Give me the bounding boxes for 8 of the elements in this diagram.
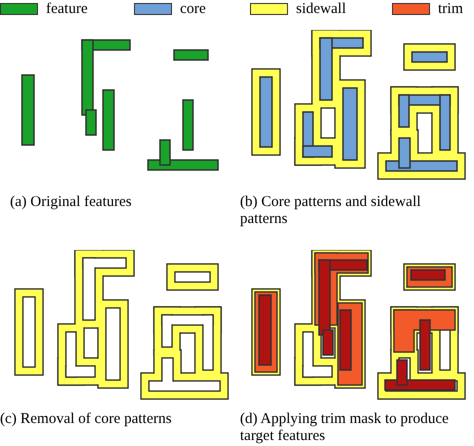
legend-label: sidewall [296,2,346,16]
legend-label: core [180,2,206,16]
caption: (a) Original features [10,194,133,211]
legend-label: trim [438,2,463,16]
caption: (b) Core patterns and sidewall patterns [240,194,422,228]
legend-label: feature [46,2,88,16]
caption: (d) Applying trim mask to produce target features [240,411,450,445]
caption: (c) Removal of core patterns [0,411,173,428]
